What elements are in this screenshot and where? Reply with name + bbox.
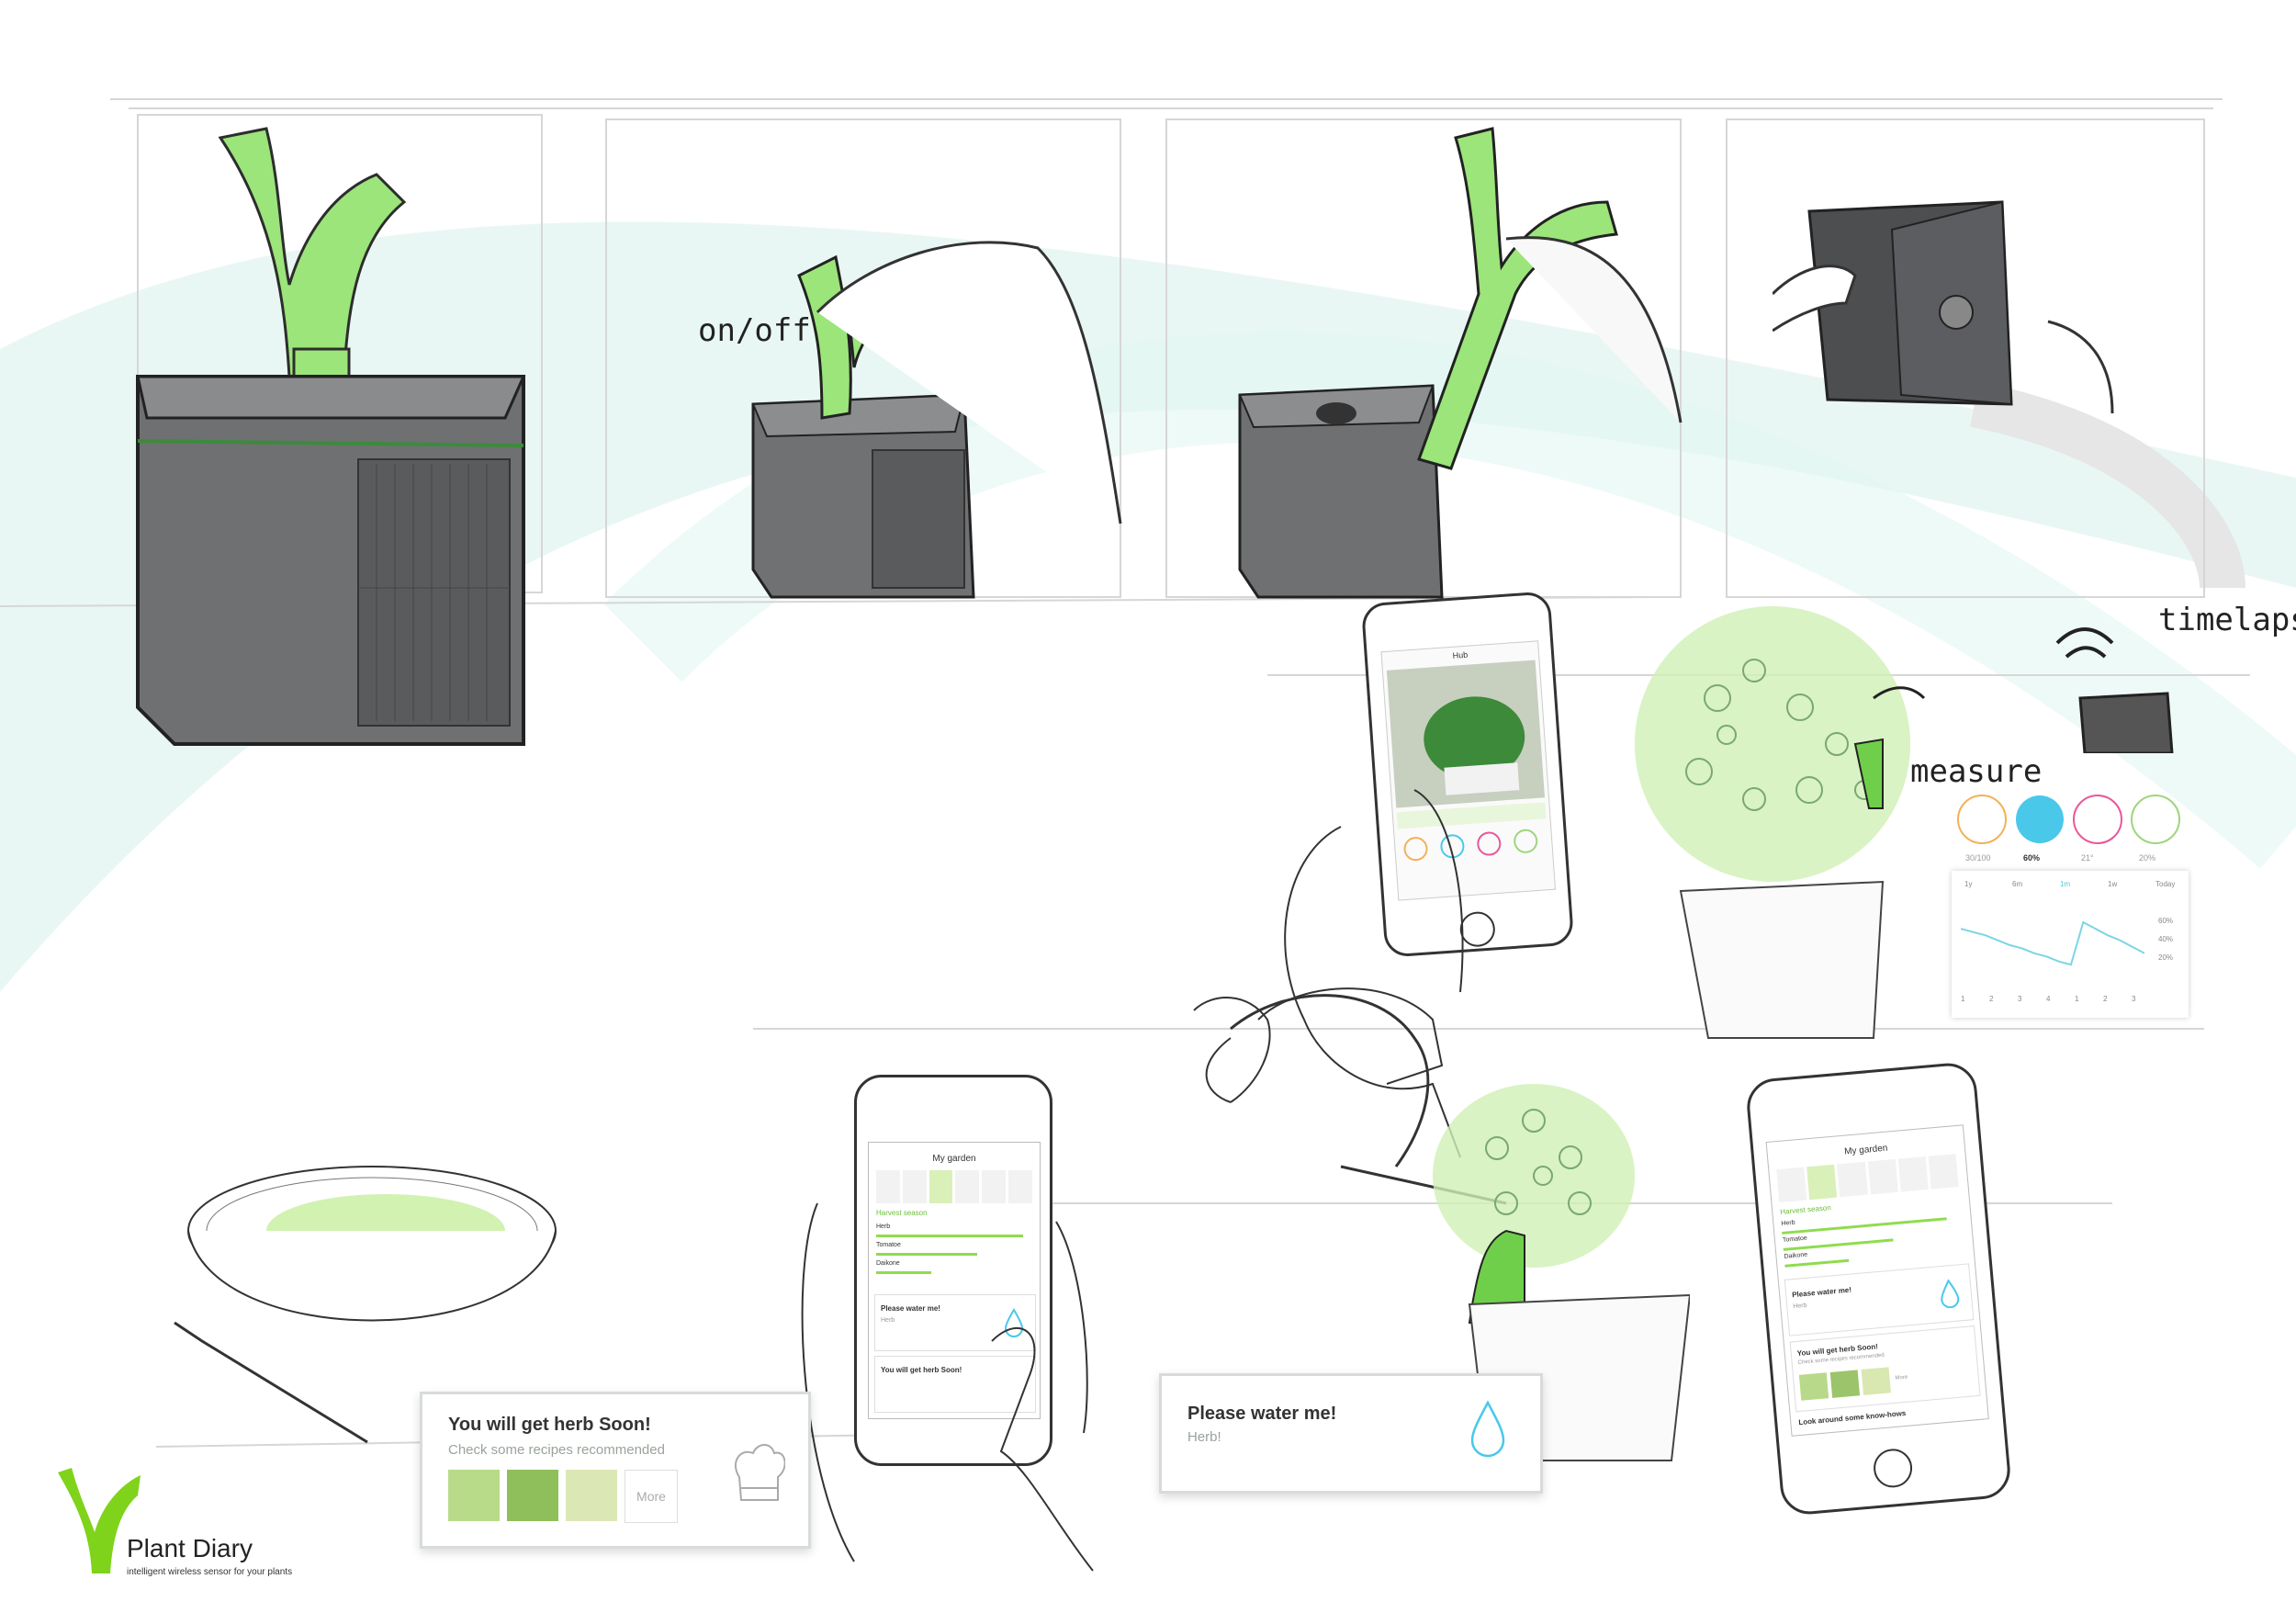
hub-screen: Hub bbox=[1380, 640, 1556, 901]
garden-screen-right: My garden Harvest season Herb Tomatoe Da… bbox=[1765, 1124, 1989, 1437]
home-button[interactable] bbox=[1872, 1447, 1914, 1490]
hand-left-sketch bbox=[801, 1202, 1094, 1572]
hub-phone: Hub bbox=[1360, 591, 1575, 958]
water-notification-card[interactable]: Please water me! Herb! bbox=[1159, 1373, 1543, 1494]
harvest-section-left: Harvest season bbox=[876, 1209, 928, 1217]
herb-notification-title: You will get herb Soon! bbox=[448, 1415, 651, 1435]
thermometer-icon bbox=[2073, 795, 2122, 844]
chart-tab[interactable]: Today bbox=[2155, 880, 2176, 888]
wifi-icon bbox=[2055, 627, 2114, 645]
plant-progress bbox=[1784, 1258, 1850, 1268]
water-card-right[interactable]: Please water me! Herb bbox=[1784, 1263, 1975, 1336]
herb-card-left[interactable]: You will get herb Soon! bbox=[874, 1356, 1036, 1413]
plant-item[interactable]: Tomatoe bbox=[1782, 1235, 1808, 1244]
sensor-leaf-icon bbox=[1468, 1229, 1525, 1324]
reading-value: 20% bbox=[2139, 853, 2156, 863]
sensor-pot-removed bbox=[1238, 127, 1683, 599]
garden-phone-right: My garden Harvest season Herb Tomatoe Da… bbox=[1744, 1060, 2013, 1517]
timelapse-module bbox=[2055, 627, 2174, 753]
plant-progress bbox=[1782, 1217, 1947, 1235]
trend-chart-panel: 1y 6m 1m 1w Today 60% 40% 20% 1 2 3 4 1 2 3 bbox=[1952, 871, 2189, 1018]
plant-diary-logo-icon bbox=[58, 1468, 141, 1573]
water-card-left[interactable]: Please water me! Herb bbox=[874, 1294, 1036, 1351]
water-drop-icon bbox=[2016, 795, 2064, 843]
camera-module bbox=[1773, 200, 2114, 414]
chart-tab[interactable]: 1m bbox=[2060, 880, 2071, 888]
garden-title-left: My garden bbox=[932, 1154, 976, 1164]
recipe-thumb[interactable] bbox=[1798, 1372, 1829, 1401]
plant-item[interactable]: Herb bbox=[876, 1224, 891, 1230]
x-tick-label: 1 bbox=[1961, 995, 1965, 1003]
water-drop-icon bbox=[1004, 1308, 1024, 1337]
y-tick-label: 40% bbox=[2158, 935, 2174, 943]
reading-value: 21° bbox=[2081, 853, 2094, 863]
hub-sun-icon bbox=[1403, 837, 1428, 862]
sensor-pot-large bbox=[136, 127, 526, 746]
recipe-thumb[interactable] bbox=[1829, 1370, 1861, 1398]
x-tick-label: 2 bbox=[1989, 995, 1994, 1003]
plant-item[interactable]: Tomatoe bbox=[876, 1242, 901, 1248]
x-tick-label: 4 bbox=[2046, 995, 2051, 1003]
water-notification-subtitle: Herb! bbox=[1187, 1429, 1221, 1445]
camera-lens-icon bbox=[1939, 295, 1974, 330]
moisture-trend-line bbox=[1961, 920, 2144, 966]
sensor-leaf-icon bbox=[218, 127, 407, 378]
brand-name: Plant Diary bbox=[127, 1534, 253, 1562]
reading-value: 60% bbox=[2023, 853, 2041, 863]
on-off-label: on/off bbox=[698, 312, 811, 349]
sensor-pot-onoff bbox=[751, 241, 1122, 599]
readings-row: 30/100 60% 21° 20% bbox=[1954, 792, 2184, 865]
garden-phone-left: My garden Harvest season Herb Tomatoe Da… bbox=[854, 1075, 1052, 1466]
recipe-thumb-1[interactable] bbox=[448, 1470, 500, 1521]
y-tick-label: 60% bbox=[2158, 917, 2174, 925]
brand-tagline: intelligent wireless sensor for your pla… bbox=[127, 1567, 293, 1577]
plant-pot-measure bbox=[1635, 606, 1926, 1039]
chart-tab[interactable]: 1y bbox=[1964, 880, 1973, 888]
recipe-thumb[interactable] bbox=[1861, 1367, 1891, 1395]
more-recipes-button[interactable]: More bbox=[625, 1470, 678, 1523]
measure-label: measure bbox=[1910, 753, 2043, 790]
x-tick-label: 1 bbox=[2075, 995, 2079, 1003]
harvest-section-right: Harvest season bbox=[1779, 1203, 1832, 1217]
garden-screen-left: My garden Harvest season Herb Tomatoe Da… bbox=[868, 1142, 1041, 1419]
plant-item[interactable]: Herb bbox=[1781, 1219, 1795, 1227]
recipe-thumb-3[interactable] bbox=[566, 1470, 617, 1521]
herb-card-right[interactable]: You will get herb Soon! Check some recip… bbox=[1789, 1325, 1981, 1413]
hands-sketch bbox=[1193, 789, 1464, 1158]
timelapse-label: timelapse bbox=[2158, 602, 2296, 638]
plant-progress bbox=[876, 1253, 977, 1256]
more-button[interactable]: More bbox=[1895, 1374, 1908, 1382]
plant-progress bbox=[876, 1235, 1023, 1237]
recipe-thumb-2[interactable] bbox=[507, 1470, 558, 1521]
sun-icon bbox=[1957, 795, 2007, 844]
x-tick-label: 3 bbox=[2018, 995, 2022, 1003]
chart-tab[interactable]: 1w bbox=[2108, 880, 2118, 888]
plant-item[interactable]: Daikone bbox=[876, 1260, 900, 1267]
reading-value: 30/100 bbox=[1965, 853, 1991, 863]
chart-tab[interactable]: 6m bbox=[2012, 880, 2023, 888]
soil-moisture-icon bbox=[2131, 795, 2180, 844]
water-notification-title: Please water me! bbox=[1187, 1404, 1337, 1424]
herb-notification-subtitle: Check some recipes recommended bbox=[448, 1442, 665, 1458]
hub-soil-icon bbox=[1514, 829, 1538, 853]
fork-icon bbox=[174, 1321, 368, 1444]
x-tick-label: 2 bbox=[2103, 995, 2108, 1003]
hub-temp-icon bbox=[1477, 831, 1502, 856]
knowhow-link[interactable]: Look around some know-hows bbox=[1797, 1408, 1907, 1427]
plant-photo bbox=[1386, 660, 1545, 808]
plant-progress bbox=[876, 1271, 931, 1274]
x-tick-label: 3 bbox=[2132, 995, 2136, 1003]
herb-notification-card[interactable]: You will get herb Soon! Check some recip… bbox=[420, 1392, 811, 1549]
water-drop-icon bbox=[1470, 1400, 1505, 1458]
chef-hat-icon bbox=[735, 1444, 785, 1501]
plant-item[interactable]: Daikone bbox=[1784, 1251, 1808, 1260]
salad-bowl bbox=[174, 1166, 557, 1444]
water-drop-icon bbox=[1941, 1279, 1960, 1309]
y-tick-label: 20% bbox=[2158, 953, 2174, 962]
